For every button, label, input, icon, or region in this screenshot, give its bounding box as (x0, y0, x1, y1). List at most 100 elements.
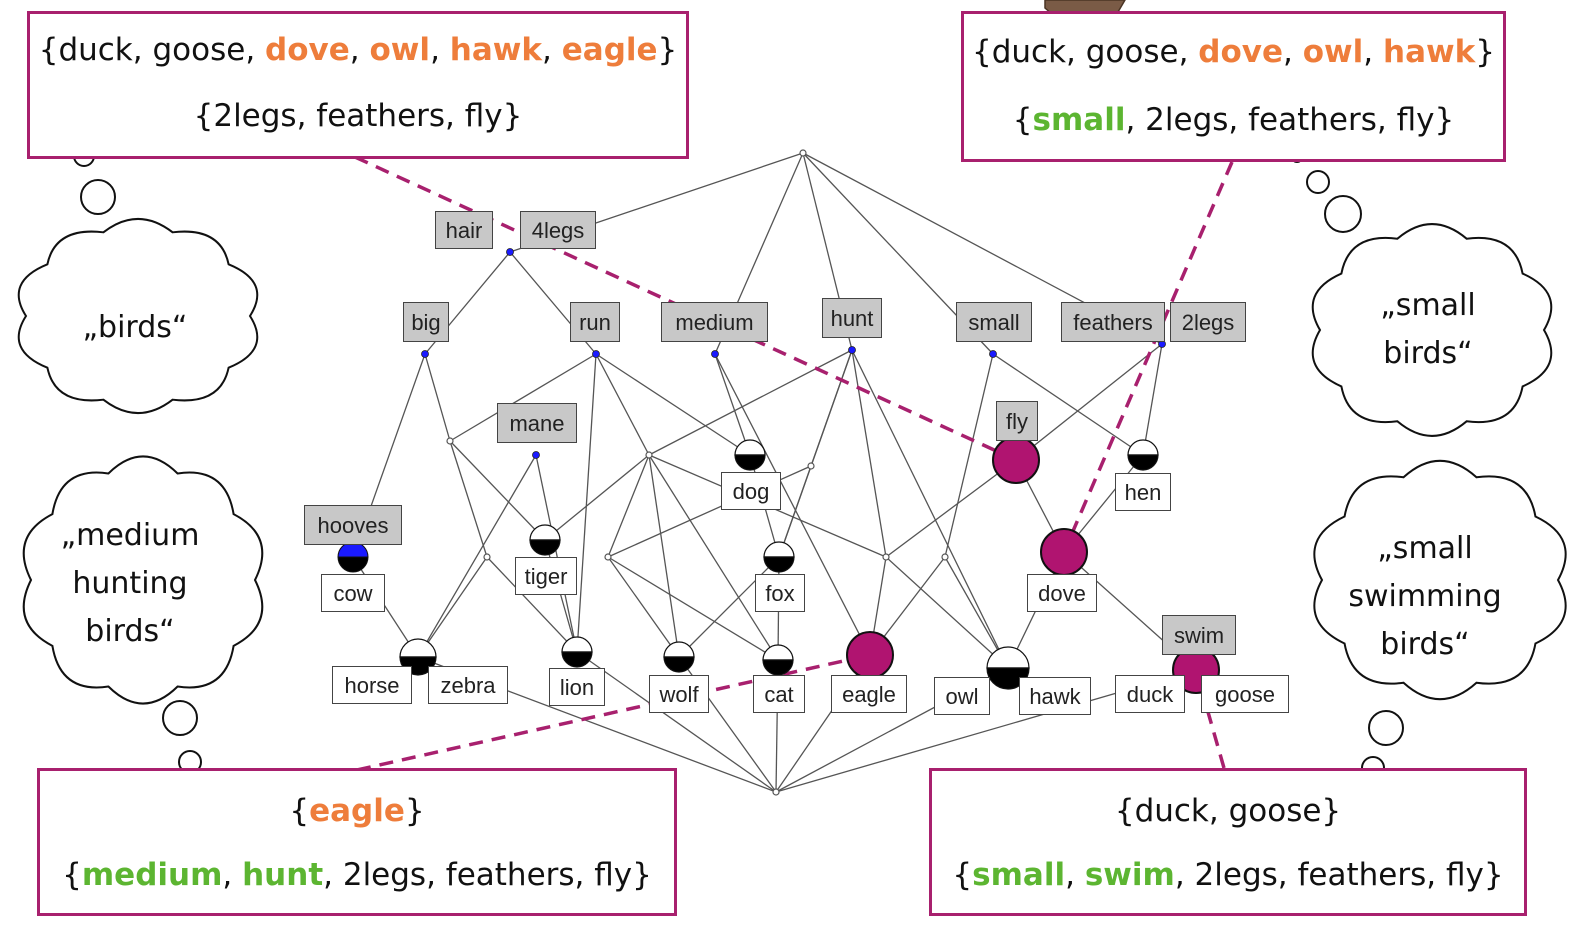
set-item-text: hunt (242, 857, 324, 893)
set-item-text: {duck, goose, (971, 34, 1199, 70)
obj-fox: fox (755, 574, 805, 612)
thought-line: birds“ (1380, 627, 1470, 662)
concept-node (807, 462, 815, 470)
thought-line: „medium (60, 518, 200, 553)
thought-text-small-birds: „small birds“ (1328, 282, 1528, 378)
lattice-edge (851, 349, 1009, 669)
lattice-edge (352, 556, 419, 658)
attribute-concept-node (532, 451, 540, 459)
attr-4legs: 4legs (520, 211, 596, 249)
set-item-text: {2legs, feathers, fly} (193, 98, 523, 134)
concept-node (772, 788, 780, 796)
thought-text-small-swimming-birds: „small swimming birds“ (1320, 525, 1530, 669)
lattice-edge (885, 459, 1017, 558)
attr-run: run (570, 302, 620, 342)
set-item-text: { (289, 793, 310, 829)
attr-2legs: 2legs (1170, 302, 1246, 342)
attribute-concept-node (989, 350, 997, 358)
lattice-edge (810, 349, 853, 467)
set-item-text: medium (81, 857, 223, 893)
attr-medium: medium (661, 302, 768, 342)
thought-line: „small (1380, 288, 1476, 323)
obj-duck: duck (1115, 675, 1185, 713)
set-item-text: , (430, 32, 450, 68)
lattice-edge (449, 440, 546, 541)
lattice-edge (778, 465, 812, 558)
set-item-text: { (38, 32, 59, 68)
obj-cat: cat (753, 675, 805, 713)
object-set: {duck, goose} (932, 793, 1524, 829)
concept-node (941, 553, 949, 561)
lattice-edge (678, 556, 780, 658)
set-item-text: duck (58, 32, 133, 68)
lattice-edge (851, 349, 887, 558)
set-item-text: , 2legs, feathers, fly} (323, 857, 652, 893)
object-set: {eagle} (40, 793, 674, 829)
highlighted-concept-node (1040, 528, 1088, 576)
lattice-edge (607, 556, 680, 658)
set-item-text: , (1283, 34, 1303, 70)
thought-line: hunting (72, 566, 188, 601)
set-item-text: dove (265, 32, 350, 68)
object-concept-node (399, 638, 437, 676)
lattice-edge (992, 353, 1144, 456)
leader-line (1062, 161, 1234, 553)
thought-line: swimming (1348, 579, 1502, 614)
object-concept-node (734, 439, 766, 471)
set-item-text: , (542, 32, 562, 68)
set-item-text: owl (369, 32, 431, 68)
set-item-text: { (952, 857, 973, 893)
attribute-set: {2legs, feathers, fly} (30, 98, 686, 134)
object-concept-node (663, 641, 695, 673)
attr-mane: mane (497, 403, 577, 443)
set-item-text: eagle (309, 793, 405, 829)
lattice-edge (535, 454, 578, 653)
set-item-text: , 2legs, feathers, fly} (1125, 102, 1455, 138)
thought-bubble (1368, 710, 1404, 746)
thought-bubble (80, 179, 116, 215)
attribute-concept-node (592, 350, 600, 358)
thought-cloud (1313, 459, 1567, 701)
attribute-set: {small, swim, 2legs, feathers, fly} (932, 857, 1524, 893)
cow-concept-node (337, 541, 369, 573)
lattice-edge (424, 353, 451, 442)
concept-node (446, 437, 454, 445)
thought-line: „small (1377, 531, 1473, 566)
obj-goose: goose (1201, 675, 1289, 713)
concept-node (604, 553, 612, 561)
obj-owl: owl (934, 677, 990, 715)
lattice-edge (576, 353, 597, 653)
lattice-edge (944, 353, 994, 558)
lattice-edge (595, 353, 751, 456)
highlighted-concept-node (992, 436, 1040, 484)
concept-node (799, 149, 807, 157)
set-item-text: {duck, goose} (1114, 793, 1342, 829)
attr-hair: hair (435, 211, 493, 249)
callout-bottom-left: {eagle} {medium, hunt, 2legs, feathers, … (37, 768, 677, 916)
thought-text-medium-hunting-birds: „medium hunting birds“ (30, 512, 230, 656)
obj-hawk: hawk (1019, 677, 1091, 715)
lattice-edge (595, 353, 650, 456)
object-concept-node (986, 646, 1030, 690)
attribute-set: {medium, hunt, 2legs, feathers, fly} (40, 857, 674, 893)
lattice-edge (544, 454, 650, 541)
concept-node (882, 553, 890, 561)
object-concept-node (1127, 439, 1159, 471)
thought-line: „birds“ (82, 310, 188, 345)
lattice-edge (607, 454, 650, 558)
leader-line (354, 155, 1017, 462)
callout-top-left: {duck, goose, dove, owl, hawk, eagle} {2… (27, 11, 689, 159)
object-set: {duck, goose, dove, owl, hawk, eagle} (30, 32, 686, 68)
obj-dove: dove (1027, 574, 1097, 612)
set-item-text: , (1065, 857, 1085, 893)
attr-feathers: feathers (1061, 302, 1165, 342)
object-concept-node (561, 636, 593, 668)
thought-line: birds“ (1383, 336, 1473, 371)
obj-zebra: zebra (428, 666, 508, 704)
set-item-text: , (132, 32, 153, 68)
set-item-text: dove (1198, 34, 1284, 70)
attr-small: small (956, 302, 1032, 342)
set-item-text: swim (1084, 857, 1175, 893)
object-concept-node (762, 644, 794, 676)
set-item-text: } (657, 32, 678, 68)
